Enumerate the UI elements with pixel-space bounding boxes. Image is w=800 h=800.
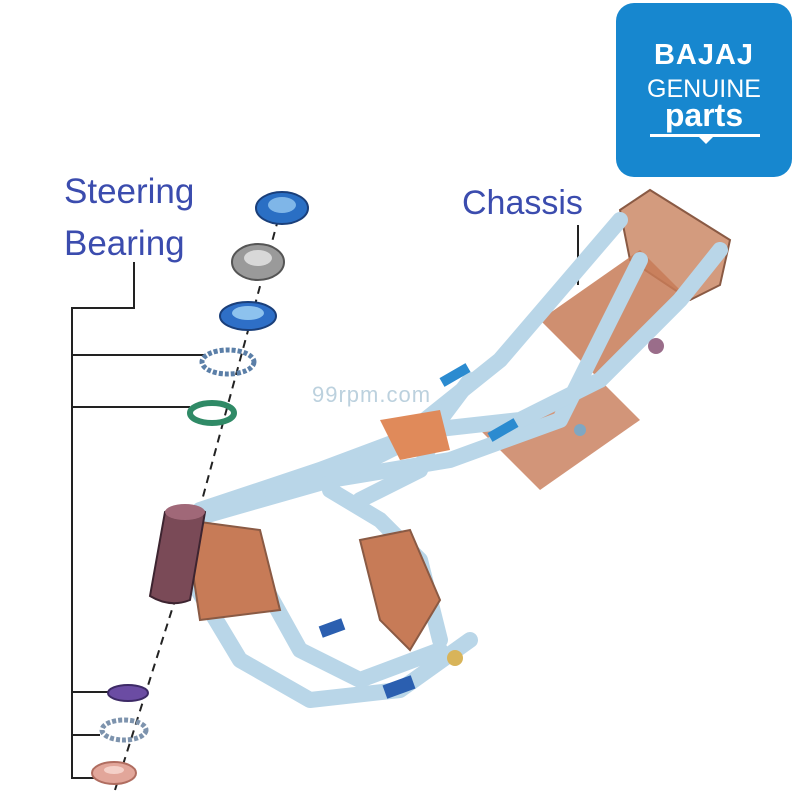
clamp-blue-1 — [318, 618, 346, 638]
ball-cage-lower — [99, 717, 149, 743]
down-tube — [172, 552, 478, 708]
mid-side-plate — [480, 380, 640, 490]
chassis-label: Chassis — [462, 184, 583, 222]
fitting-bolt — [447, 650, 463, 666]
clamp-blue-4 — [487, 418, 519, 442]
bearing-cone-top-inner — [268, 197, 296, 213]
lock-nut-inner — [244, 250, 272, 266]
watermark: 99rpm.com — [312, 382, 432, 407]
head-gusset — [183, 518, 282, 622]
dust-seal — [187, 400, 237, 426]
clamp-blue-2 — [382, 675, 416, 699]
lower-cone-inner — [104, 766, 124, 774]
head-tube-top — [165, 504, 205, 520]
logo-underline — [650, 134, 760, 137]
mid-brace — [342, 372, 608, 478]
logo-parts: parts — [664, 97, 744, 133]
center-bracket — [380, 410, 450, 460]
callout-main-line — [71, 262, 135, 779]
lower-race — [107, 684, 149, 702]
upper-race-inner — [232, 306, 264, 320]
steering-label-line2: Bearing — [64, 224, 185, 263]
steering-bearing-label: Steering Bearing — [64, 166, 194, 270]
ball-cage-upper — [199, 347, 257, 377]
pivot-bolt — [574, 424, 586, 436]
engine-mount-plate — [358, 528, 442, 652]
callout-lines — [71, 225, 579, 779]
steering-bearing-parts — [91, 191, 309, 785]
clamp-blue-3 — [439, 363, 471, 387]
rear-mount — [648, 338, 664, 354]
bajaj-genuine-parts-logo: BAJAJ GENUINE parts — [616, 3, 792, 177]
rear-rail — [592, 242, 728, 388]
top-tube-left — [182, 252, 648, 528]
logo-genuine: GENUINE — [647, 75, 761, 103]
logo-brand: BAJAJ — [653, 39, 755, 71]
steering-label-line1: Steering — [64, 172, 195, 211]
logo-triangle-icon — [698, 136, 714, 144]
frame — [148, 188, 732, 708]
